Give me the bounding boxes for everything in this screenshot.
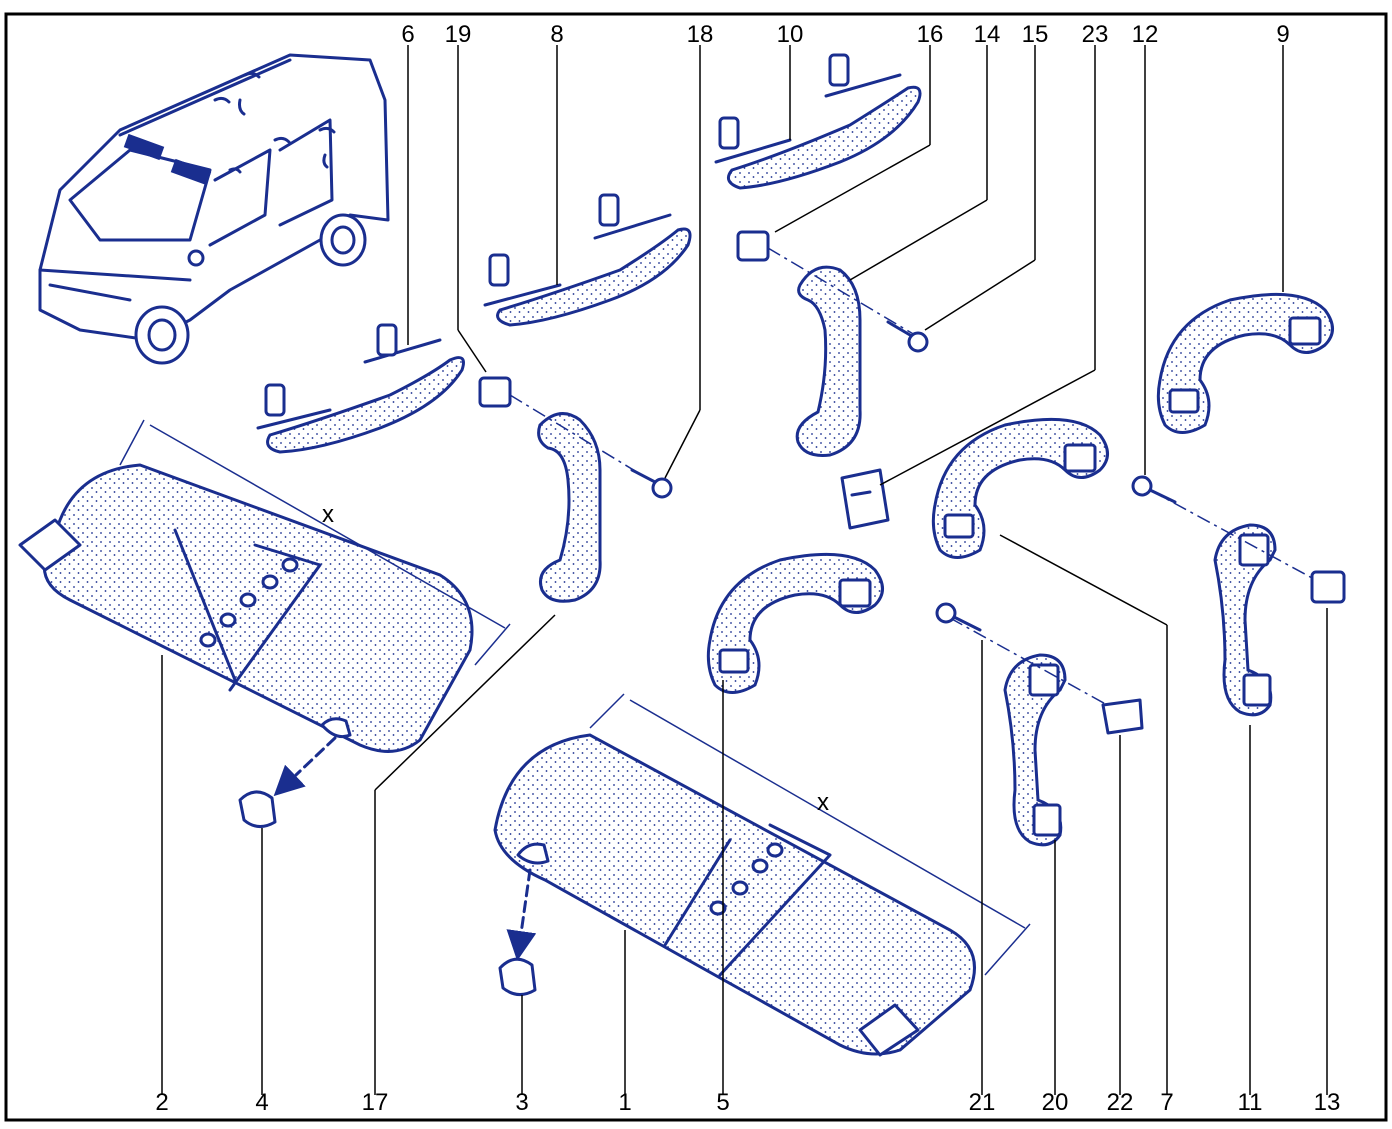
callout-16: 16	[917, 21, 944, 48]
clip-3	[498, 957, 537, 996]
dimension-label-visor-2: x	[322, 501, 334, 528]
callout-12: 12	[1132, 21, 1159, 48]
grab-handle-20	[1003, 653, 1067, 847]
callout-22: 22	[1107, 1089, 1134, 1116]
callout-15: 15	[1022, 21, 1049, 48]
screw-12	[1131, 475, 1177, 504]
callout-17: 17	[362, 1089, 389, 1116]
clip-4	[238, 790, 277, 828]
clip-22	[1101, 698, 1144, 735]
callout-7: 7	[1160, 1089, 1173, 1116]
grab-handle-6	[256, 323, 465, 454]
grab-handle-9	[1156, 292, 1334, 434]
callout-21: 21	[969, 1089, 996, 1116]
callout-11: 11	[1238, 1089, 1263, 1116]
dimension-label-visor-1: x	[817, 789, 829, 816]
callout-10: 10	[777, 21, 804, 48]
screw-21	[935, 602, 982, 632]
sun-visor-1	[493, 733, 976, 1057]
callout-23: 23	[1082, 21, 1109, 48]
callout-2: 2	[155, 1089, 168, 1116]
grab-handle-14	[795, 265, 862, 457]
grab-handle-8	[483, 193, 692, 327]
dimension-line-visor-2: x	[119, 419, 511, 666]
van-illustration	[38, 53, 390, 365]
callouts-bottom: 2 4 17 3 1 5 21 20 22 7 11 13	[155, 1089, 1340, 1116]
callout-14: 14	[974, 21, 1001, 48]
clip-arrow-4	[273, 736, 337, 797]
dimension-line-visor-1: x	[589, 693, 1031, 976]
axis-line-20	[949, 617, 1121, 713]
clip-19	[478, 376, 512, 408]
clip-arrow-3	[506, 868, 537, 961]
callout-4: 4	[255, 1089, 268, 1116]
screw-15	[886, 320, 929, 353]
clip-13	[1310, 570, 1346, 604]
axis-line-14	[767, 247, 916, 336]
leader-lines	[161, 45, 1328, 1095]
callout-5: 5	[716, 1089, 729, 1116]
grab-handle-17	[537, 412, 602, 603]
axis-line-11	[1149, 489, 1326, 586]
cover-23	[840, 468, 890, 530]
callout-9: 9	[1276, 21, 1289, 48]
callout-8: 8	[550, 21, 563, 48]
sun-visor-2	[18, 463, 474, 753]
callout-6: 6	[401, 21, 414, 48]
callout-13: 13	[1314, 1089, 1341, 1116]
grab-handle-10	[714, 53, 922, 190]
grab-handle-7	[931, 417, 1109, 559]
grab-handle-11	[1213, 523, 1277, 717]
axis-line-17	[509, 394, 651, 481]
clip-16	[736, 230, 770, 262]
diagram-frame	[4, 12, 1388, 1122]
callout-3: 3	[515, 1089, 528, 1116]
callout-20: 20	[1042, 1089, 1069, 1116]
callout-18: 18	[687, 21, 714, 48]
callouts-top: 6 19 8 18 10 16 14 15 23 12 9	[401, 21, 1289, 48]
screw-18	[630, 468, 673, 499]
callout-1: 1	[618, 1089, 631, 1116]
callout-19: 19	[445, 21, 472, 48]
grab-handle-5	[706, 552, 884, 694]
